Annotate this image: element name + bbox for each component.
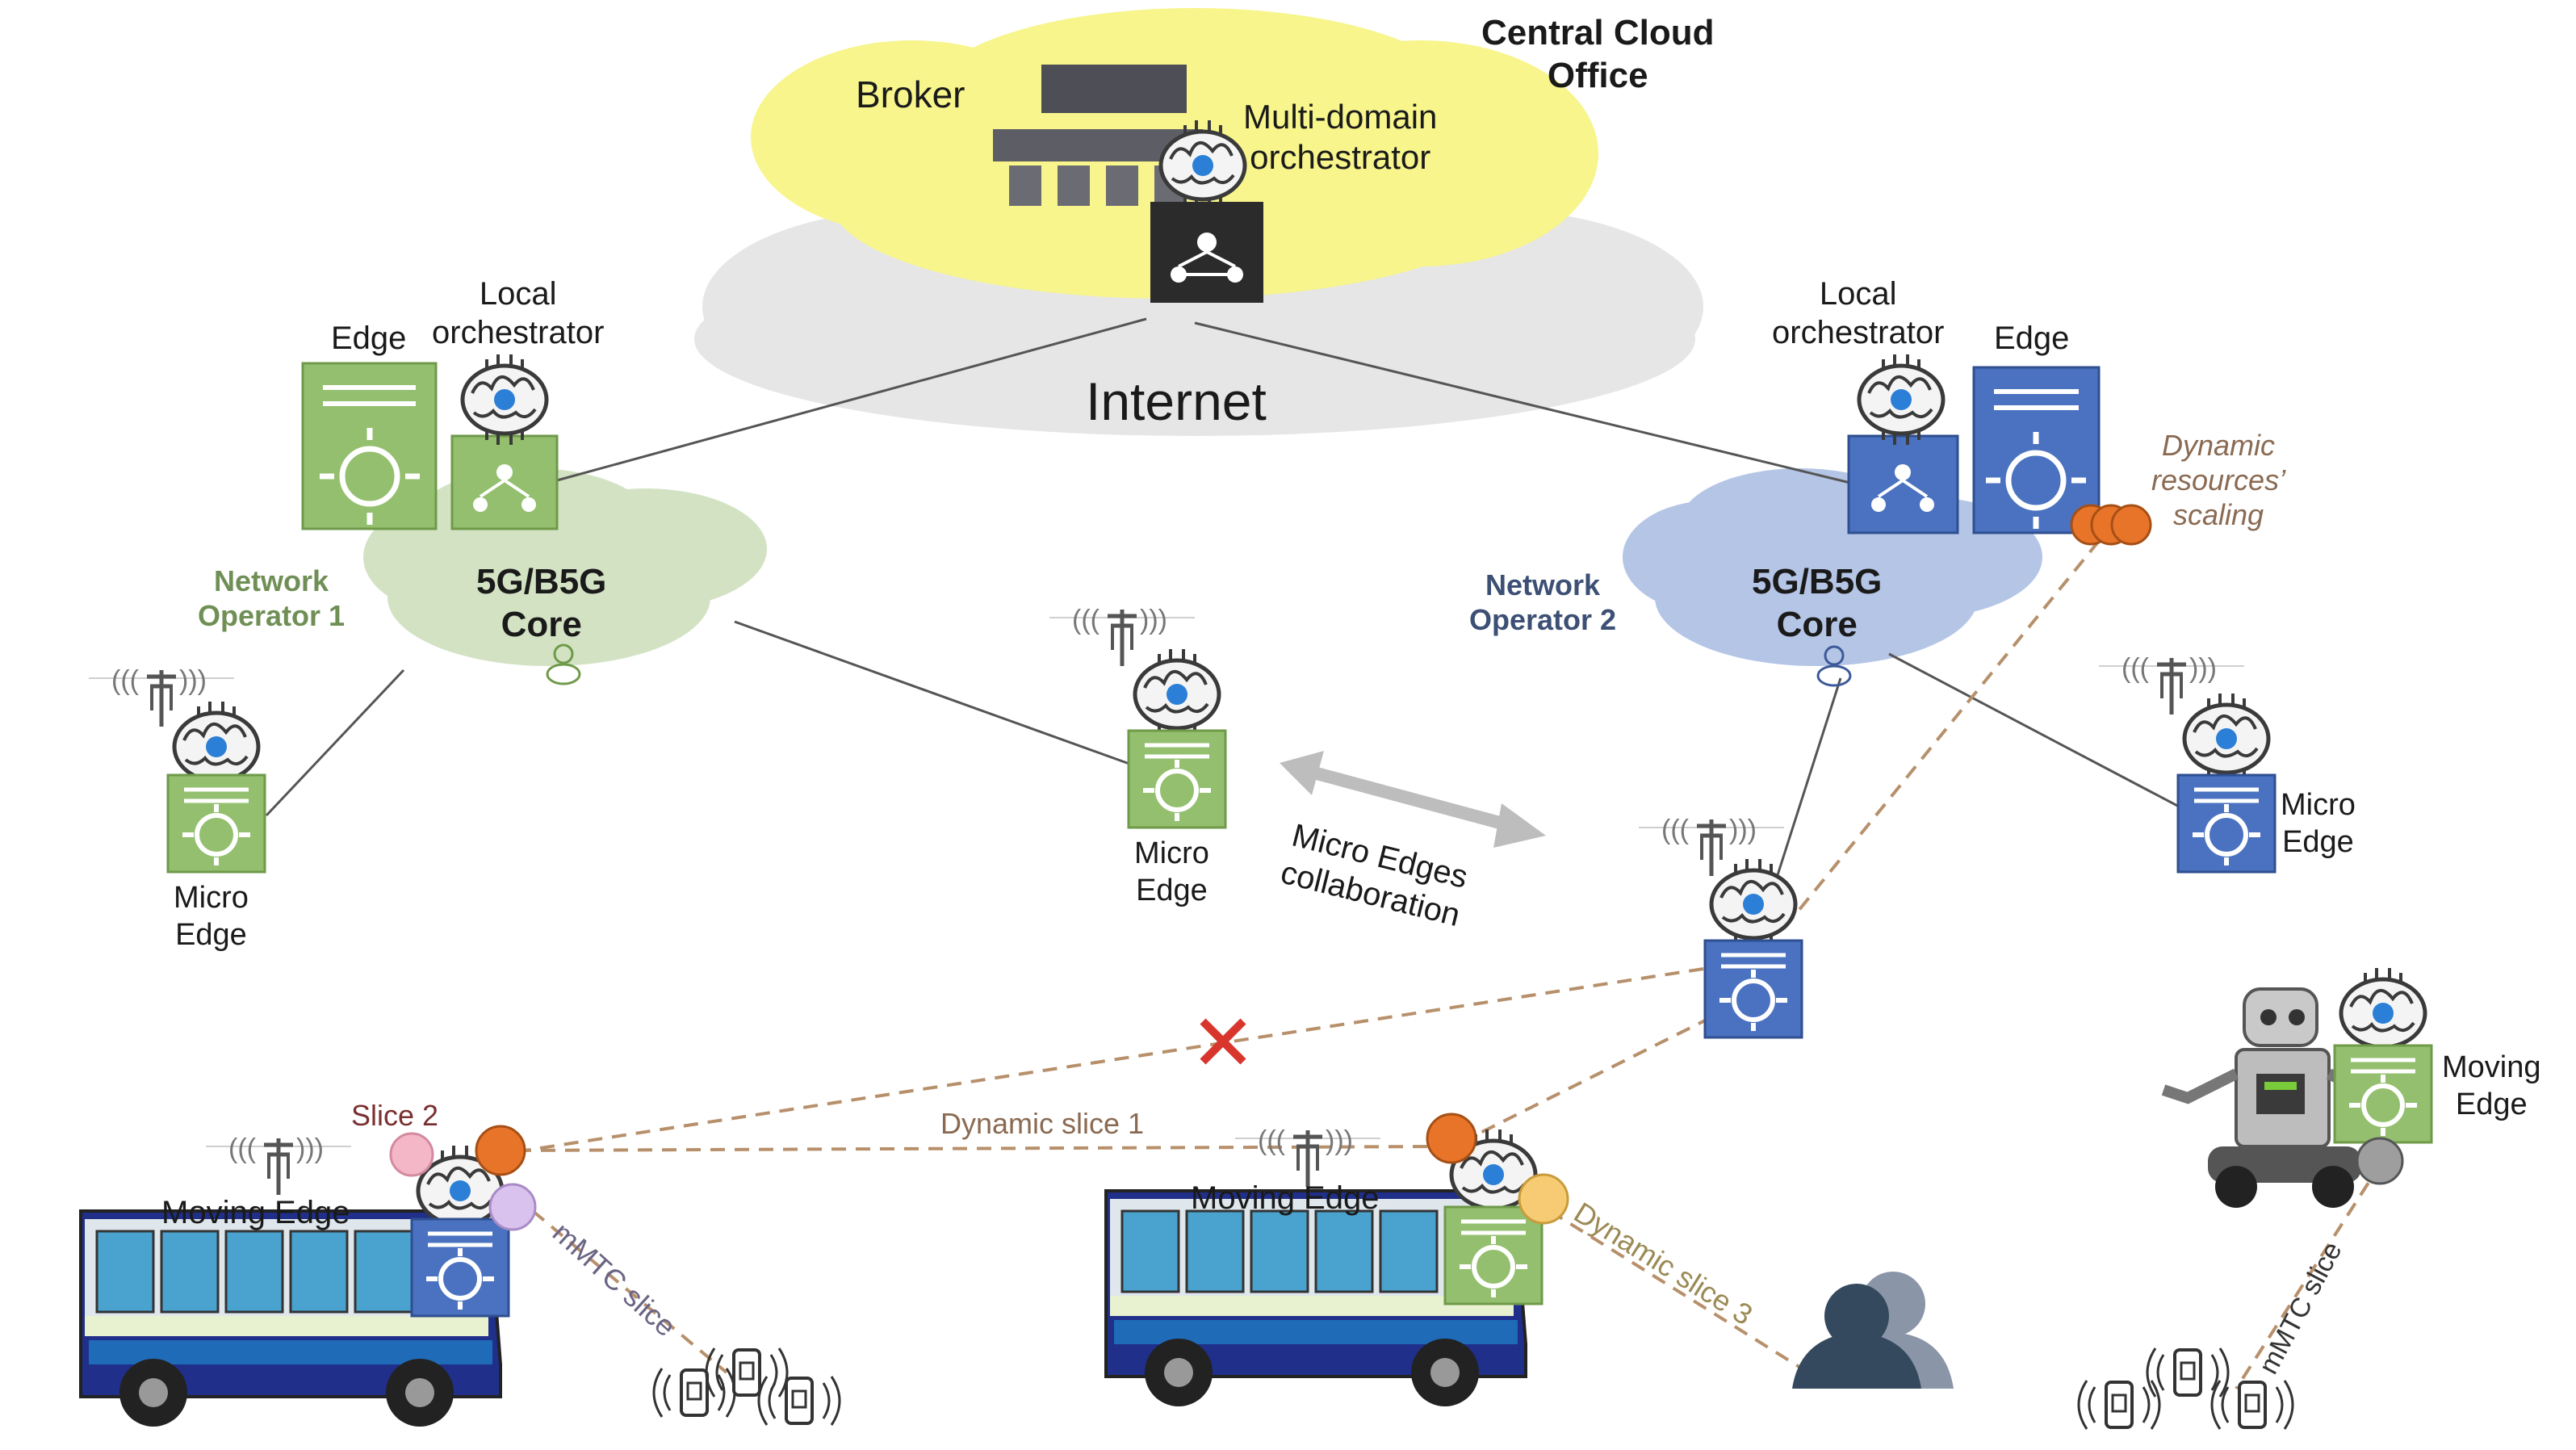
- orchestrator-box-icon: [1150, 202, 1263, 303]
- operator1-label: Network Operator 1: [198, 564, 346, 633]
- left-edge-switch-icon: [301, 362, 438, 530]
- dynamic-scaling-label: Dynamic resources’ scaling: [2151, 429, 2286, 532]
- core-right-label: 5G/B5G Core: [1752, 562, 1883, 644]
- left-edge-label: Edge: [331, 321, 407, 356]
- micro-edge-center-brain-icon: [1135, 649, 1219, 740]
- iot-sensors-left-icon: [652, 1347, 841, 1427]
- network-links: [265, 317, 2197, 881]
- moving-edge-left-tower-icon: [206, 1134, 351, 1195]
- micro-edge-center-tower-icon: [1049, 605, 1195, 666]
- internet-label: Internet: [1086, 371, 1267, 431]
- micro-edge-op2-switch-icon: [1705, 941, 1802, 1037]
- micro-edge-op2-brain-icon: [1711, 859, 1795, 949]
- micro-edge-op2-tower-icon: [1639, 815, 1784, 876]
- moving-edge-left-label: Moving Edge: [161, 1195, 350, 1230]
- slice-circles-left: [389, 1125, 537, 1231]
- micro-edge-right-label: Micro Edge: [2281, 788, 2356, 859]
- core-left-label: 5G/B5G Core: [476, 562, 607, 644]
- operator2-core-cloud: [1623, 468, 2042, 666]
- micro-edge-left-switch-icon: [168, 775, 265, 872]
- users-icon: [1792, 1272, 1954, 1389]
- left-local-orchestrator-label: Local orchestrator: [432, 276, 605, 350]
- moving-edge-right-switch-icon: [2335, 1046, 2431, 1142]
- operator2-label: Network Operator 2: [1469, 568, 1617, 637]
- moving-edge-right-slice-circle: [2356, 1137, 2404, 1185]
- right-local-orchestrator-label: Local orchestrator: [1772, 276, 1945, 350]
- scaling-resources-icon: [2070, 504, 2152, 546]
- moving-edge-center-label: Moving Edge: [1191, 1180, 1380, 1216]
- moving-edge-center-switch-icon: [1445, 1207, 1542, 1304]
- robot-icon: [2161, 987, 2364, 1208]
- micro-edge-center-switch-icon: [1129, 731, 1225, 828]
- right-edge-switch-icon: [1972, 366, 2101, 534]
- slice2-label: Slice 2: [351, 1099, 439, 1132]
- micro-edge-left-label: Micro Edge: [174, 881, 249, 952]
- collaboration-arrow: [1280, 751, 1546, 848]
- right-local-orchestrator-icon: [1847, 434, 1959, 534]
- left-local-brain-icon: [463, 354, 547, 445]
- moving-edge-right-label: Moving Edge: [2442, 1050, 2541, 1121]
- dashed-slices: [516, 539, 2383, 1390]
- moving-edge-left-switch-icon: [412, 1219, 509, 1316]
- micro-edge-right-switch-icon: [2178, 775, 2275, 872]
- slice-circles-center: [1426, 1113, 1569, 1225]
- core-right-user-icon: [1816, 645, 1852, 687]
- core-left-user-icon: [546, 643, 581, 685]
- dynamic-slice1-label: Dynamic slice 1: [940, 1107, 1145, 1140]
- x-mark-icon: [1200, 1018, 1246, 1065]
- right-local-brain-icon: [1859, 354, 1943, 445]
- broker-icon: [993, 65, 1203, 206]
- micro-edge-right-brain-icon: [2184, 694, 2268, 784]
- moving-edge-center-tower-icon: [1235, 1125, 1380, 1187]
- left-local-orchestrator-icon: [450, 434, 559, 530]
- right-edge-label: Edge: [1994, 321, 2070, 356]
- micro-edge-center-label: Micro Edge: [1134, 836, 1209, 907]
- broker-label: Broker: [856, 73, 965, 115]
- central-cloud-label: Central Cloud Office: [1481, 13, 1715, 95]
- multi-domain-orchestrator-label: Multi-domain orchestrator: [1243, 98, 1438, 177]
